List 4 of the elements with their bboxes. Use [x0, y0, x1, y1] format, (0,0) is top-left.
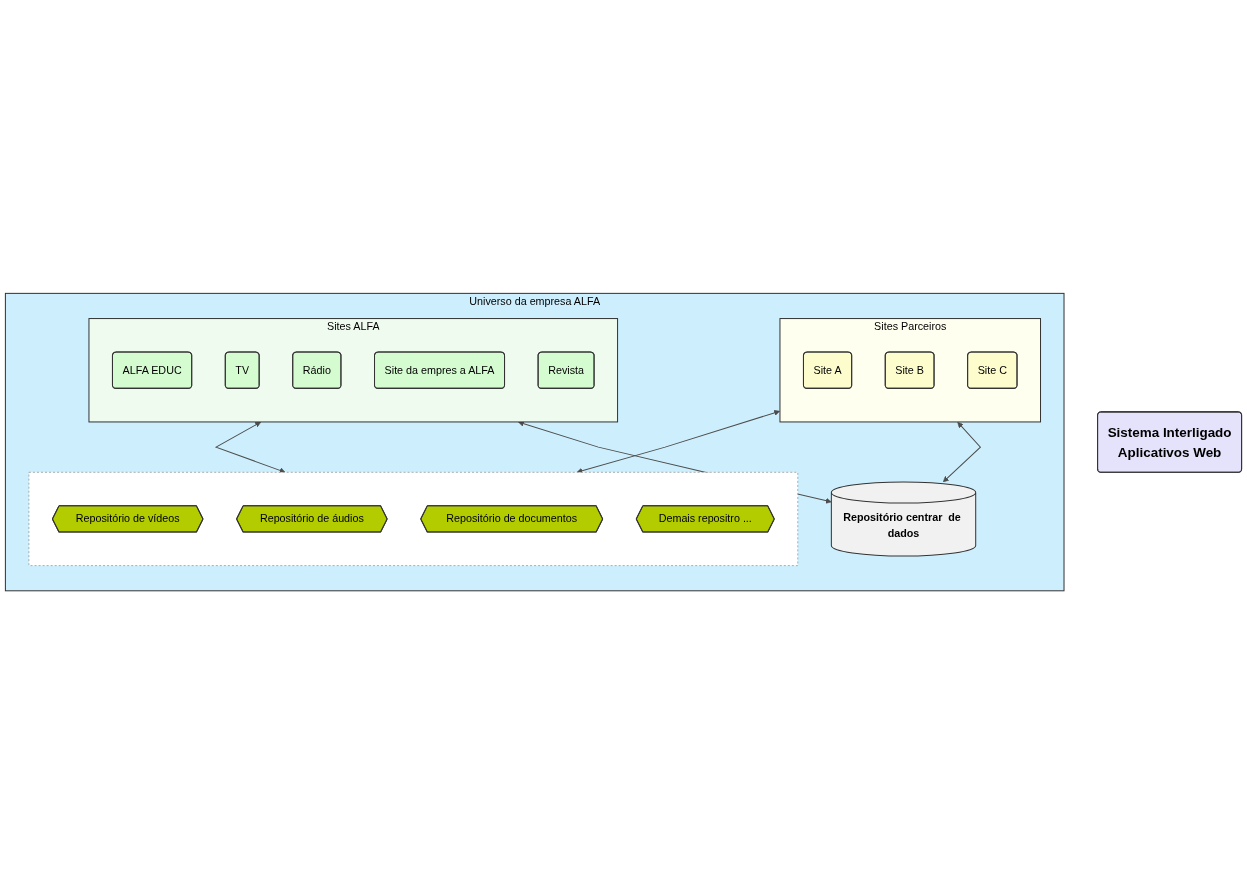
- cluster: [28, 471, 799, 566]
- arrow: [576, 409, 780, 474]
- arrow: [214, 421, 286, 474]
- arrow: [942, 421, 982, 483]
